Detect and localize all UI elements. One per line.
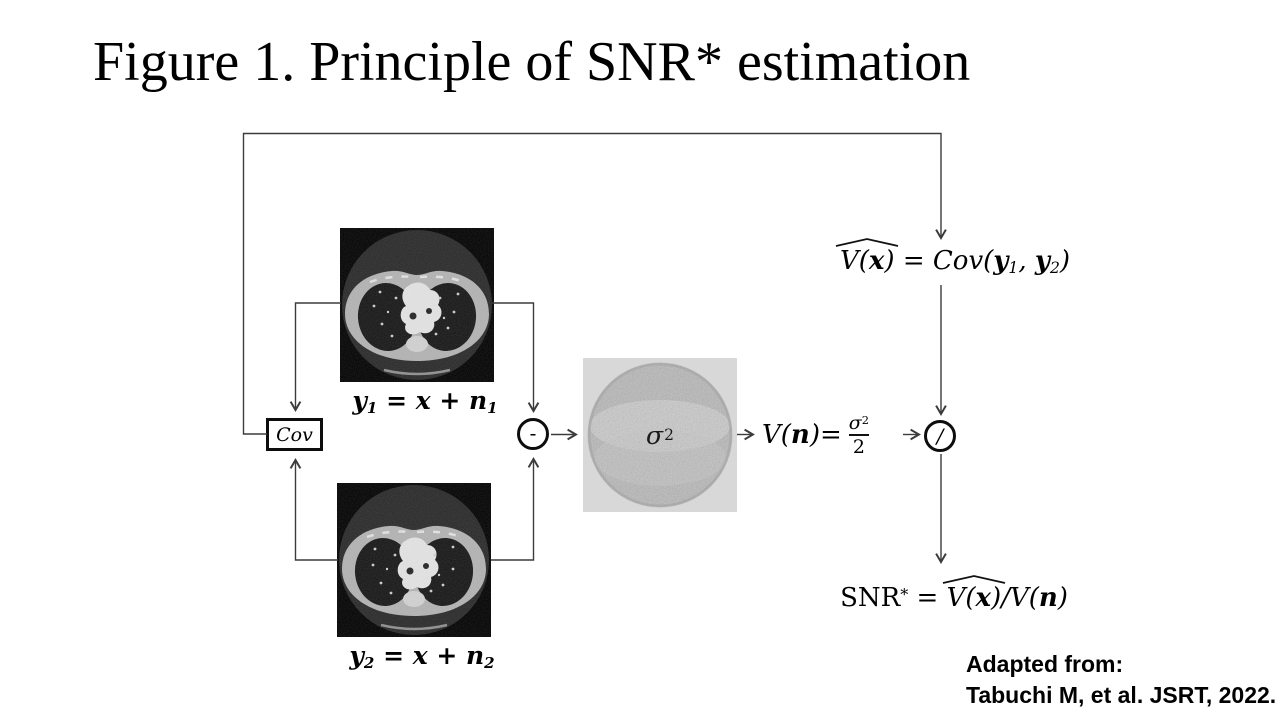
sigma-exponent: 2: [664, 426, 674, 444]
ct-image-2-graphic: [337, 483, 491, 637]
formula-noise-variance: V(n) = σ2 2: [762, 411, 870, 458]
fsnr-hat-group: V(x): [942, 575, 1006, 613]
y1-plus: +: [430, 386, 469, 415]
fvn-sigma-exp: 2: [861, 412, 870, 427]
cov-box-label: Cov: [276, 423, 313, 446]
minus-node: -: [517, 418, 549, 450]
credit-line-2: Tabuchi M, et al. JSRT, 2022.: [966, 682, 1277, 708]
ct-image-2: [337, 483, 491, 637]
fcov-close: ): [1059, 246, 1071, 276]
credit-line-1: Adapted from:: [966, 651, 1124, 677]
fsnr-vn-close: ): [1057, 583, 1068, 613]
fvn-fraction: σ2 2: [848, 411, 870, 458]
fsnr-star: *: [900, 585, 909, 604]
fvn-close: ): [809, 420, 820, 450]
fvn-numerator: σ2: [848, 411, 870, 434]
credit-text: Adapted from: Tabuchi M, et al. JSRT, 20…: [966, 649, 1276, 711]
vx-hat-group: V(x): [836, 238, 899, 276]
divide-node: /: [924, 420, 956, 452]
fsnr-equals: =: [908, 583, 947, 613]
y2-subscript: 2: [363, 654, 375, 672]
cov-box: Cov: [266, 418, 323, 451]
fcov-comma: ,: [1018, 246, 1035, 276]
fsnr-vx-close: ): [991, 583, 1002, 613]
wide-hat-icon: [942, 575, 1006, 584]
vx-close: ): [884, 246, 895, 276]
ct-image-1-graphic: [340, 228, 494, 382]
fvn-denominator: 2: [852, 435, 865, 458]
fsnr-x: x: [975, 583, 992, 613]
fsnr-vx-open: V(: [946, 583, 976, 613]
vx-x: x: [868, 246, 885, 276]
fcov-y1-sub: 1: [1008, 259, 1019, 277]
fcov-cov-open: Cov(: [932, 246, 994, 276]
fcov-equals: =: [894, 246, 933, 276]
fsnr-snr: SNR: [840, 583, 901, 613]
y1-n: n: [468, 386, 488, 415]
y2-plus: +: [427, 641, 466, 670]
y2-n-subscript: 2: [484, 654, 495, 672]
y2-symbol: y: [349, 641, 364, 670]
formula-snr: SNR* = V(x)/V(n): [808, 575, 1100, 613]
divide-node-label: /: [936, 424, 944, 448]
formula-variance-cov: V(x) = Cov(y1, y2): [805, 238, 1105, 277]
vx-open: V(: [839, 246, 869, 276]
fvn-n: n: [790, 420, 810, 450]
connector-y2-to-cov: [289, 458, 338, 561]
fvn-equals: =: [819, 420, 842, 450]
ct-grain-overlay: [340, 228, 494, 382]
y1-n-subscript: 1: [487, 399, 498, 417]
fsnr-slash: /: [1001, 583, 1010, 613]
ct-image-2-label: y2 = x + n2: [327, 641, 517, 672]
ct-image-1: [340, 228, 494, 382]
ct-image-1-label: y1 = x + n1: [330, 386, 520, 417]
fcov-y2-sub: 2: [1049, 259, 1060, 277]
y1-subscript: 1: [366, 399, 378, 417]
y2-x: x: [412, 641, 428, 670]
fsnr-vn-open: V(: [1009, 583, 1039, 613]
y2-equals: =: [374, 641, 413, 670]
fsnr-n: n: [1038, 583, 1058, 613]
connector-y2-to-minus: [491, 457, 540, 561]
y2-n: n: [465, 641, 485, 670]
fcov-y2: y: [1034, 246, 1050, 276]
fvn-sigma: σ: [848, 411, 862, 434]
wide-hat-icon: [836, 238, 899, 247]
ct-grain-overlay: [337, 483, 491, 637]
y1-symbol: y: [352, 386, 367, 415]
slide-title: Figure 1. Principle of SNR* estimation: [93, 31, 971, 93]
fvn-open: V(: [762, 420, 791, 450]
minus-node-label: -: [529, 420, 537, 445]
fcov-y1: y: [993, 246, 1009, 276]
y1-x: x: [415, 386, 431, 415]
y1-equals: =: [377, 386, 416, 415]
fraction-bar: [848, 434, 870, 436]
sigma-symbol: σ: [646, 420, 664, 450]
